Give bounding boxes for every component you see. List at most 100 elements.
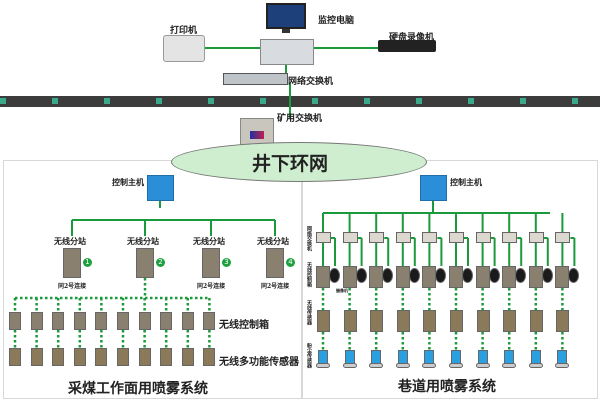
- substation-note: 同2号连接: [261, 283, 290, 290]
- left-system-title: 采煤工作面用喷雾系统: [68, 381, 208, 397]
- wireless-sensor-icon[interactable]: [423, 310, 437, 332]
- camera-icon[interactable]: [408, 268, 420, 283]
- wireless-control-box-icon[interactable]: [203, 312, 216, 330]
- wireless-sensor-icon[interactable]: [529, 310, 543, 332]
- multi-sensor-icon[interactable]: [160, 348, 173, 366]
- printer-label: 打印机: [170, 26, 198, 36]
- dust-sensor-icon[interactable]: [477, 350, 488, 364]
- multi-sensor-icon[interactable]: [117, 348, 129, 366]
- bus-segment-marker: [0, 98, 6, 104]
- wireless-control-box-icon[interactable]: [395, 266, 410, 288]
- wireless-sensor-icon[interactable]: [503, 310, 517, 332]
- dust-sensor-icon[interactable]: [371, 350, 382, 364]
- monitor-pc-label: 监控电脑: [318, 16, 355, 26]
- camera-label: 摄像机: [336, 288, 348, 293]
- wireless-control-box-icon[interactable]: [73, 312, 86, 330]
- wireless-sensor-icon[interactable]: [370, 310, 384, 332]
- wireless-control-box-icon[interactable]: [502, 266, 517, 288]
- wireless-control-box-icon[interactable]: [316, 266, 330, 288]
- dust-sensor-icon[interactable]: [318, 350, 328, 364]
- mine-switch-label: 矿用交换机: [277, 114, 323, 124]
- camera-icon[interactable]: [541, 268, 553, 283]
- monitor-pc[interactable]: [260, 3, 314, 65]
- right-control-host-icon[interactable]: [420, 175, 447, 201]
- wireless-control-box-icon[interactable]: [9, 312, 21, 330]
- wireless-control-box-icon[interactable]: [528, 266, 543, 288]
- multi-sensor-icon[interactable]: [73, 348, 86, 366]
- multi-sensor-icon[interactable]: [138, 348, 151, 366]
- camera-icon[interactable]: [355, 268, 367, 283]
- wireless-sensor-icon[interactable]: [450, 310, 463, 332]
- wireless-substation-icon[interactable]: [136, 248, 154, 278]
- bus-segment-marker: [104, 98, 110, 104]
- multi-sensor-icon[interactable]: [52, 348, 65, 366]
- multi-sensor-icon[interactable]: [181, 348, 194, 366]
- wireless-control-box-icon[interactable]: [52, 312, 65, 330]
- left-host-label: 控制主机: [112, 177, 144, 187]
- dust-sensor-icon[interactable]: [530, 350, 541, 364]
- wireless-control-box-icon[interactable]: [95, 312, 108, 330]
- wireless-sensor-icon[interactable]: [396, 310, 410, 332]
- network-switch-unit-icon[interactable]: [395, 232, 411, 243]
- camera-icon[interactable]: [462, 268, 473, 283]
- wireless-control-box-icon[interactable]: [181, 312, 194, 330]
- network-switch-unit-icon[interactable]: [502, 232, 518, 243]
- left-sensor-label: 无线多功能传感器: [219, 357, 299, 368]
- network-switch-unit-icon[interactable]: [422, 232, 438, 243]
- wireless-sensor-icon[interactable]: [317, 310, 330, 332]
- dust-sensor-icon[interactable]: [397, 350, 408, 364]
- dust-sensor-base-icon: [475, 363, 490, 368]
- wireless-control-box-icon[interactable]: [160, 312, 173, 330]
- multi-sensor-icon[interactable]: [30, 348, 43, 366]
- dvr-label: 硬盘录像机: [389, 33, 435, 43]
- network-switch-icon[interactable]: [223, 73, 288, 85]
- wireless-control-box-icon[interactable]: [475, 266, 490, 288]
- camera-icon[interactable]: [382, 268, 394, 283]
- dust-sensor-icon[interactable]: [557, 350, 568, 364]
- wireless-control-box-icon[interactable]: [422, 266, 437, 288]
- network-switch-unit-icon[interactable]: [316, 232, 331, 243]
- dust-sensor-icon[interactable]: [504, 350, 515, 364]
- wireless-control-box-icon[interactable]: [555, 266, 570, 288]
- network-switch-unit-icon[interactable]: [369, 232, 385, 243]
- wireless-control-box-icon[interactable]: [449, 266, 463, 288]
- wireless-substation-icon[interactable]: [266, 248, 284, 278]
- wireless-control-box-icon[interactable]: [138, 312, 151, 330]
- left-control-host-icon[interactable]: [147, 175, 174, 201]
- substation-number-badge: 4: [286, 258, 295, 267]
- camera-icon[interactable]: [435, 268, 447, 283]
- network-switch-label: 网络交换机: [288, 77, 334, 87]
- camera-icon[interactable]: [329, 268, 340, 283]
- network-switch-unit-icon[interactable]: [555, 232, 571, 243]
- network-bus: [0, 96, 600, 107]
- substation-note: 同2号连接: [197, 283, 226, 290]
- dust-sensor-icon[interactable]: [344, 350, 355, 364]
- wireless-control-box-icon[interactable]: [30, 312, 43, 330]
- camera-icon[interactable]: [515, 268, 527, 283]
- bus-segment-marker: [468, 98, 474, 104]
- wireless-control-box-icon[interactable]: [369, 266, 384, 288]
- dust-sensor-icon[interactable]: [451, 350, 461, 364]
- wireless-sensor-icon[interactable]: [556, 310, 570, 332]
- wireless-control-box-icon[interactable]: [117, 312, 129, 330]
- network-switch-unit-icon[interactable]: [449, 232, 464, 243]
- wireless-substation-icon[interactable]: [202, 248, 220, 278]
- wireless-control-box-icon[interactable]: [342, 266, 357, 288]
- bus-segment-marker: [260, 98, 266, 104]
- dvr-icon[interactable]: [378, 40, 436, 52]
- camera-icon[interactable]: [568, 268, 580, 283]
- network-switch-unit-icon[interactable]: [475, 232, 491, 243]
- multi-sensor-icon[interactable]: [9, 348, 21, 366]
- right-host-label: 控制主机: [450, 177, 482, 187]
- printer-icon[interactable]: [163, 35, 205, 62]
- wireless-sensor-icon[interactable]: [476, 310, 490, 332]
- wireless-substation-icon[interactable]: [63, 248, 81, 278]
- camera-icon[interactable]: [488, 268, 500, 283]
- network-switch-unit-icon[interactable]: [528, 232, 544, 243]
- network-switch-unit-icon[interactable]: [342, 232, 358, 243]
- dust-sensor-icon[interactable]: [424, 350, 435, 364]
- multi-sensor-icon[interactable]: [203, 348, 216, 366]
- wireless-sensor-icon[interactable]: [343, 310, 357, 332]
- multi-sensor-icon[interactable]: [95, 348, 108, 366]
